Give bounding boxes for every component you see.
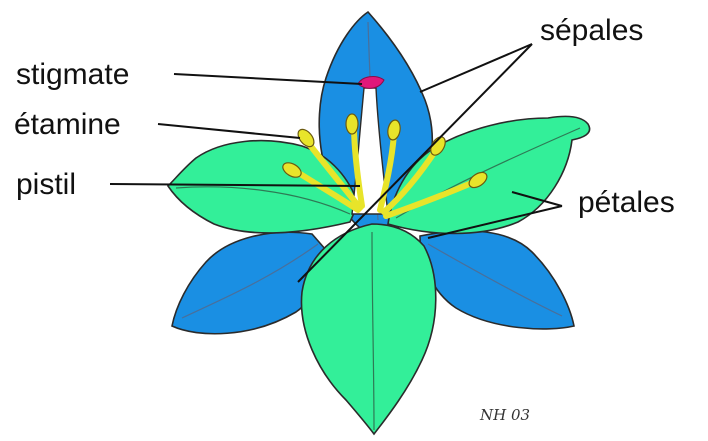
sepal-bottom-right [420,231,574,329]
petal-bottom [301,224,435,434]
label-stigmate: stigmate [16,58,129,91]
leader-sepales-1 [420,44,532,92]
label-etamine: étamine [14,108,121,141]
label-pistil: pistil [16,168,76,201]
artist-signature: NH 03 [479,406,530,424]
leader-etamine [158,124,300,138]
label-petales: pétales [578,186,675,219]
label-sepales: sépales [540,14,643,47]
anther-3 [346,114,358,134]
